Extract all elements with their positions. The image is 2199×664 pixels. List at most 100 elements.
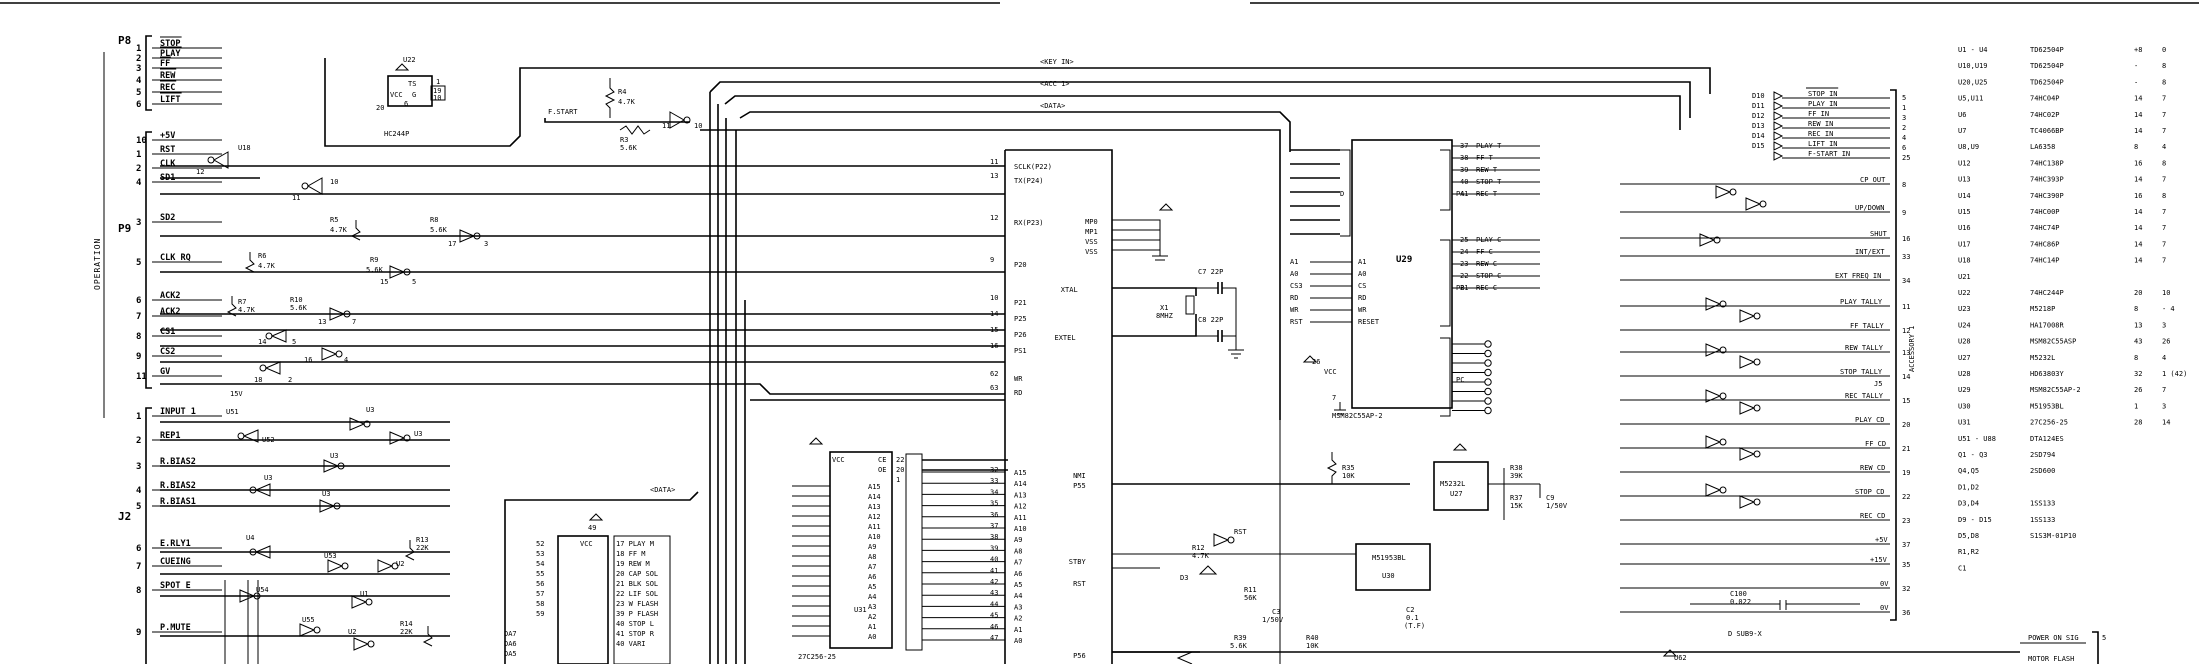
parts-table-cell: U20,U25 xyxy=(1958,78,1988,86)
parts-table-cell: MSM82C55AP-2 xyxy=(2030,386,2081,394)
parts-table-cell: 74HC393P xyxy=(2030,176,2064,184)
svg-text:56K: 56K xyxy=(1244,594,1257,602)
cpu-pin-label: P20 xyxy=(1014,261,1027,269)
svg-text:37: 37 xyxy=(990,522,998,530)
svg-text:16: 16 xyxy=(304,356,312,364)
parts-table-cell: 8 xyxy=(2134,305,2138,313)
svg-text:13: 13 xyxy=(318,318,326,326)
svg-text:11: 11 xyxy=(662,122,670,130)
j2-pin-num: 3 xyxy=(136,462,141,472)
svg-text:4.7K: 4.7K xyxy=(1192,552,1210,560)
parts-table-cell: 20 xyxy=(2134,289,2142,297)
cpu-pin-label: TX(P24) xyxy=(1014,177,1044,185)
j2-pin-label: R.BIAS2 xyxy=(160,481,196,491)
parts-table-cell: 26 xyxy=(2162,338,2170,346)
j5-out-label: STOP CD xyxy=(1855,488,1885,496)
svg-text:7: 7 xyxy=(1332,394,1336,402)
cpu-addr-pin: A14 xyxy=(1014,480,1027,488)
svg-text:36: 36 xyxy=(990,511,998,519)
svg-text:14: 14 xyxy=(258,338,266,346)
svg-text:4: 4 xyxy=(1902,134,1906,142)
parts-table-cell: Q1 - Q3 xyxy=(1958,451,1988,459)
svg-text:R8: R8 xyxy=(430,216,438,224)
parts-table-cell: 16 xyxy=(2134,192,2142,200)
parts-table-cell: M5218P xyxy=(2030,305,2055,313)
u22-part: HC244P xyxy=(384,130,409,138)
j5-out-label: INT/EXT xyxy=(1855,248,1885,256)
u31-pin: A2 xyxy=(868,613,876,621)
cpu-addr-pin: A4 xyxy=(1014,592,1022,600)
parts-table-cell: 14 xyxy=(2134,111,2142,119)
cpu-addr-pin: A8 xyxy=(1014,547,1022,555)
svg-text:R7: R7 xyxy=(238,298,246,306)
svg-text:1: 1 xyxy=(1902,104,1906,112)
j2-pin-num: 9 xyxy=(136,628,141,638)
j5-in-label: STOP IN xyxy=(1808,90,1838,98)
u29-ref: U29 xyxy=(1396,255,1412,265)
svg-text:U54: U54 xyxy=(256,586,269,594)
parts-table-cell: U17 xyxy=(1958,240,1971,248)
svg-text:R38: R38 xyxy=(1510,464,1523,472)
svg-text:0.1: 0.1 xyxy=(1406,614,1419,622)
svg-text:U1: U1 xyxy=(360,590,368,598)
parts-table-cell: U8,U9 xyxy=(1958,143,1979,151)
u31-pin: A7 xyxy=(868,563,876,571)
p9-pin-label: GV xyxy=(160,367,170,377)
j2-pin-num: 2 xyxy=(136,436,141,446)
parts-table-cell: 74HC86P xyxy=(2030,240,2060,248)
svg-text:11: 11 xyxy=(990,158,998,166)
parts-table-cell: U27 xyxy=(1958,354,1971,362)
cpu-misc-pin: VSS xyxy=(1085,248,1098,256)
svg-text:41: 41 xyxy=(990,567,998,575)
svg-text:U4: U4 xyxy=(246,534,254,542)
svg-text:18 FF M: 18 FF M xyxy=(616,550,646,558)
u29-left-pin: RD xyxy=(1358,294,1366,302)
u29-left-signal: A1 xyxy=(1290,258,1298,266)
parts-table-cell: U12 xyxy=(1958,159,1971,167)
j5-diode-ref: D13 xyxy=(1752,122,1765,130)
p9-pin-num: 6 xyxy=(136,296,141,306)
svg-text:36: 36 xyxy=(1902,609,1910,617)
j5-out-label: UP/DOWN xyxy=(1855,204,1885,212)
parts-table-cell: 0 xyxy=(2162,46,2166,54)
parts-table-cell: U1 - U4 xyxy=(1958,46,1988,54)
u29-left-pin: CS xyxy=(1358,282,1366,290)
svg-text:58: 58 xyxy=(536,600,544,608)
parts-table-cell: U16 xyxy=(1958,224,1971,232)
cpu-pin-label: P25 xyxy=(1014,315,1027,323)
j5-out-label: +15V xyxy=(1870,556,1888,564)
svg-text:13: 13 xyxy=(1902,349,1910,357)
svg-text:59: 59 xyxy=(536,610,544,618)
svg-text:20: 20 xyxy=(1902,421,1910,429)
svg-text:20: 20 xyxy=(896,466,904,474)
u29-left-signal: RST xyxy=(1290,318,1303,326)
parts-table-cell: D1,D2 xyxy=(1958,483,1979,491)
svg-text:17: 17 xyxy=(448,240,456,248)
j2-pin-num: 5 xyxy=(136,502,141,512)
svg-text:19: 19 xyxy=(1902,469,1910,477)
c7-label: C7 22P xyxy=(1198,268,1223,276)
parts-table-cell: 4 xyxy=(2162,354,2166,362)
svg-text:9: 9 xyxy=(1902,209,1906,217)
svg-text:U3: U3 xyxy=(322,490,330,498)
parts-table-cell: 7 xyxy=(2162,127,2166,135)
ic-u49-latch: <DATA> VCC 49 17 PLAY M 18 FF M 19 REW M… xyxy=(504,486,699,664)
svg-text:R3: R3 xyxy=(620,136,628,144)
cpu-misc-pin: NMI xyxy=(1073,472,1086,480)
parts-table-cell: 4 xyxy=(2162,143,2166,151)
svg-text:2: 2 xyxy=(288,376,292,384)
j5-in-label: REW IN xyxy=(1808,120,1833,128)
parts-table-cell: U31 xyxy=(1958,419,1971,427)
parts-table-cell: S1S3M-01P10 xyxy=(2030,532,2076,540)
j2-pin-label: INPUT 1 xyxy=(160,407,196,417)
p9-pin-label: ACK2 xyxy=(160,291,180,301)
parts-table-cell: 14 xyxy=(2134,127,2142,135)
connector-j2-name: J2 xyxy=(118,510,131,523)
parts-table-cell: 8 xyxy=(2134,143,2138,151)
p8-pin-label: PLAY xyxy=(160,49,181,59)
u31-pin: A10 xyxy=(868,533,881,541)
svg-text:1/50V: 1/50V xyxy=(1262,616,1284,624)
cpu-misc-pin: STBY xyxy=(1069,558,1087,566)
j5-in-label: FF IN xyxy=(1808,110,1829,118)
